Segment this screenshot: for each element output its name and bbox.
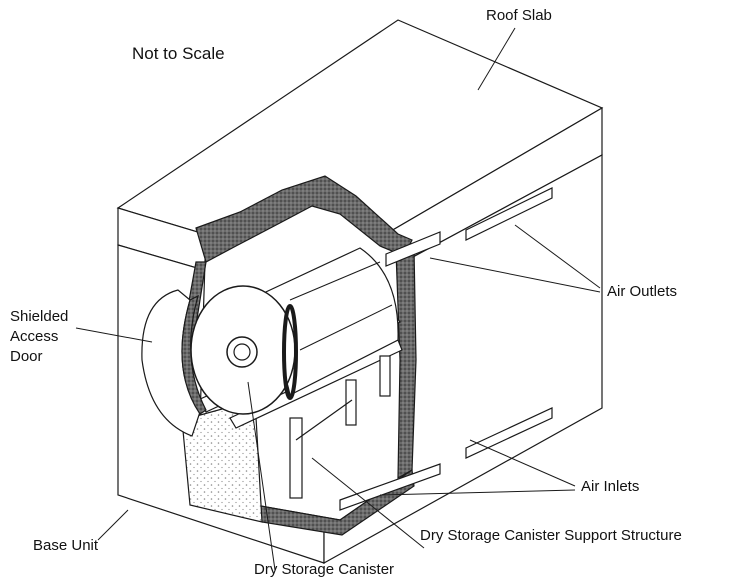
leader-air-inlets	[469, 439, 576, 487]
leader-canister	[247, 381, 276, 571]
canister-end-rim	[282, 304, 298, 400]
shielded-access-door	[141, 289, 207, 437]
label-roof-slab: Roof Slab	[486, 7, 552, 24]
leader-base-unit	[97, 509, 129, 541]
label-door-line-2: Access	[10, 328, 59, 345]
canister	[190, 247, 399, 415]
leader-roof-slab	[477, 27, 516, 91]
leader-door	[75, 327, 153, 343]
outlet-vent-1	[465, 187, 553, 241]
not-to-scale-note: Not to Scale	[132, 44, 225, 63]
canister-end-hub-inner	[233, 343, 251, 361]
canister-stripe-2	[299, 304, 393, 351]
outlet-vent-2	[385, 231, 441, 267]
leader-air-inlets-2	[379, 489, 576, 496]
label-door-line-1: Shielded	[10, 308, 69, 325]
canister-stripe-1	[289, 261, 381, 301]
label-air-outlets: Air Outlets	[607, 283, 678, 300]
air-outlets	[385, 187, 553, 267]
label-base-unit: Base Unit	[33, 537, 99, 554]
label-canister: Dry Storage Canister	[254, 561, 395, 578]
label-air-inlets: Air Inlets	[581, 478, 640, 495]
support-leg-3	[379, 355, 391, 397]
label-door-line-3: Door	[10, 348, 43, 365]
support-leg-2	[345, 379, 357, 426]
inlet-vent-1	[465, 407, 553, 459]
door-edge-cut	[181, 294, 207, 415]
support-brace	[295, 399, 353, 441]
leader-lines	[75, 27, 601, 571]
support-leg-1	[289, 417, 303, 499]
label-support-structure: Dry Storage Canister Support Structure	[420, 527, 682, 544]
air-inlets	[339, 407, 553, 511]
leader-air-outlets-2	[429, 257, 601, 293]
leader-support	[311, 457, 425, 549]
leader-air-outlets-1	[514, 224, 601, 289]
inlet-vent-2	[339, 463, 441, 511]
